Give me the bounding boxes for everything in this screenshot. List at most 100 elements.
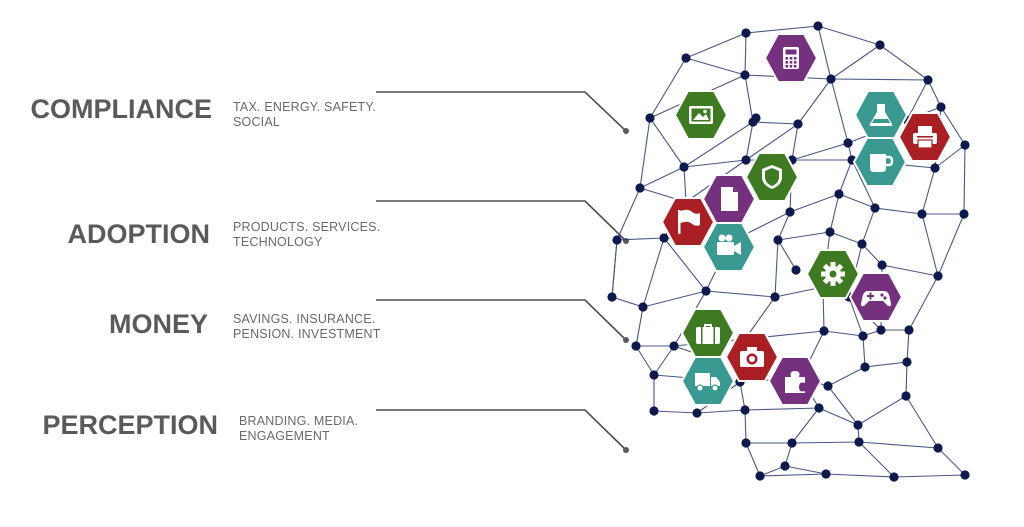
connector-money [376,299,627,341]
gear-icon [821,262,845,286]
network-edge [825,473,895,478]
network-edge [963,144,966,215]
network-node [679,162,689,172]
network-node [876,325,886,335]
network-edge [858,441,895,478]
network-edge [639,166,685,189]
network-node [659,233,669,243]
network-node [773,235,783,245]
network-node [834,189,844,199]
network-node [877,260,887,270]
network-edge [874,207,923,215]
network-edge [611,296,644,308]
network-node [902,357,912,367]
connector-dot-money [623,337,629,343]
network-node [814,403,824,413]
truck-icon [695,373,720,392]
network-edge [905,361,908,397]
network-edge [818,407,859,426]
network-node [649,406,659,416]
network-edge [937,447,966,476]
network-node [826,74,836,84]
network-node [741,438,751,448]
flag-hexagon [660,197,716,247]
network-edge [830,44,881,80]
network-node [904,325,914,335]
network-edge [616,187,641,241]
network-node [740,405,750,415]
network-edge [685,32,747,59]
network-edge [739,381,746,411]
network-edge [683,159,747,168]
briefcase-icon [696,324,720,344]
network-edge [879,44,929,81]
network-node [901,391,911,401]
network-edge [642,237,665,308]
network-node [936,102,946,112]
gamepad-hexagon [848,272,904,322]
puzzle-icon [785,371,805,393]
connector-dot-adoption [623,238,629,244]
network-edge [635,345,655,376]
category-title-money: MONEY [108,309,208,339]
network-edge [934,144,966,169]
network-node [854,437,864,447]
network-edge [893,474,966,478]
network-edge [642,290,707,308]
network-edge [921,167,936,215]
network-edge [797,78,832,125]
video-camera-hexagon [701,222,757,272]
network-node [607,292,617,302]
network-edge [635,306,644,347]
network-edge [905,395,939,449]
network-edge [744,74,754,123]
network-node [780,461,790,471]
network-edge [829,193,840,233]
calculator-hexagon [763,33,819,83]
network-edge [940,106,966,146]
network-edge [838,193,876,209]
gamepad-icon [861,291,891,307]
mug-icon [870,154,894,172]
network-node [860,362,870,372]
network-edge [745,121,754,161]
connector-dot-compliance [623,128,629,134]
network-edge [744,407,820,411]
network-edge [827,366,866,387]
network-edge [653,410,698,414]
gear-hexagon [805,249,861,299]
network-edge [823,330,864,337]
network-node [843,138,853,148]
network-node [787,438,797,448]
network-edge [777,231,831,241]
calculator-icon [783,47,799,69]
network-edge [649,117,685,168]
connector-adoption [376,200,627,242]
network-edge [791,441,860,444]
category-title-compliance: COMPLIANCE [30,94,213,124]
shield-icon [762,165,782,189]
network-edge [927,79,942,108]
network-node [870,203,880,213]
network-node [813,21,823,31]
network-edge [861,243,883,266]
camera-icon [740,347,764,367]
network-edge [611,239,618,298]
category-desc-money: SAVINGS. INSURANCE. PENSION. INVESTMENT [233,312,381,341]
network-node [960,140,970,150]
category-desc-compliance: TAX. ENERGY. SAFETY. SOCIAL [233,100,376,129]
network-node [793,119,803,129]
printer-hexagon [897,112,953,162]
network-edge [791,123,799,161]
network-node [959,209,969,219]
network-node [858,331,868,341]
network-node [853,420,863,430]
image-icon [689,106,713,124]
network-node [960,470,970,480]
network-node [930,163,940,173]
network-node [638,302,648,312]
network-edge [908,275,939,331]
network-edge [858,441,939,449]
network-edge [705,290,776,298]
network-edge [653,345,675,376]
